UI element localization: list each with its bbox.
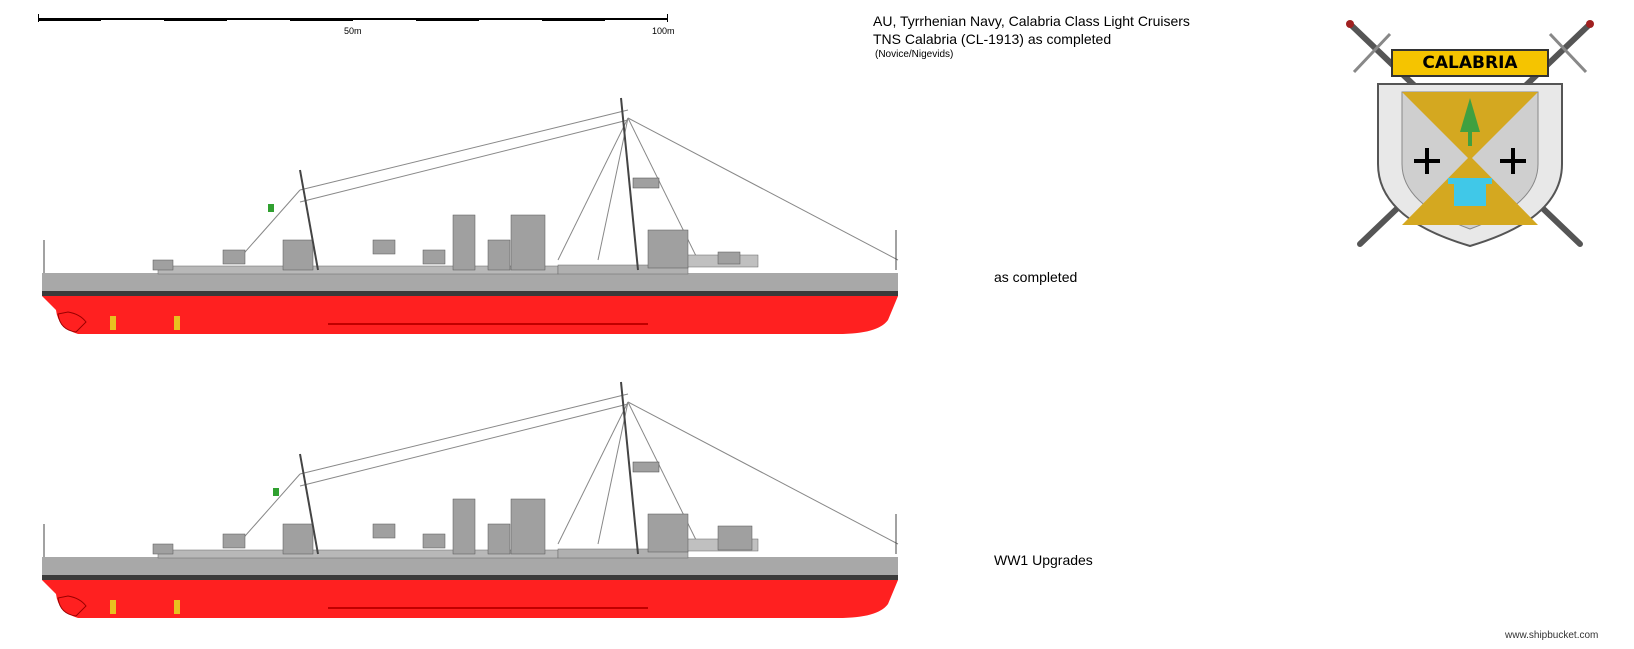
coat-of-arms: CALABRIA (1340, 14, 1600, 259)
tree-icon (1460, 98, 1480, 146)
scale-ruler (38, 14, 668, 22)
column-icon (1448, 178, 1492, 206)
title-line-1: AU, Tyrrhenian Navy, Calabria Class Ligh… (873, 13, 1190, 29)
credit-text: www.shipbucket.com (1505, 630, 1599, 641)
hull-grey-section (42, 273, 898, 291)
crossed-swords-icon (1346, 20, 1594, 248)
ship-drawing-ww1-upgrades (38, 374, 938, 639)
cross-icon (1414, 148, 1526, 174)
flag-icon (268, 204, 274, 212)
propeller-icon (174, 600, 180, 614)
ship-profile-2 (42, 381, 899, 618)
scale-label-50m: 50m (344, 26, 362, 36)
ship-caption-2: WW1 Upgrades (994, 552, 1093, 568)
boot-top (42, 575, 898, 580)
ship-caption-1: as completed (994, 269, 1078, 285)
banner (1391, 49, 1549, 77)
scale-bar: 50m 100m (38, 14, 698, 45)
propeller-icon (110, 600, 116, 614)
title-block: AU, Tyrrhenian Navy, Calabria Class Ligh… (873, 12, 1190, 62)
propeller-icon (174, 316, 180, 330)
title-line-3: (Novice/Nigevids) (875, 49, 954, 60)
title-line-2: TNS Calabria (CL-1913) as completed (873, 31, 1112, 47)
propeller-icon (110, 316, 116, 330)
scale-label-100m: 100m (652, 26, 675, 36)
hull-red-underwater (42, 580, 898, 618)
hull-red-underwater (42, 296, 898, 334)
boot-top (42, 291, 898, 296)
hull-grey-section (42, 557, 898, 575)
ship-drawing-as-completed (38, 90, 938, 355)
flag-icon (273, 488, 279, 496)
banner-text: CALABRIA (1422, 53, 1518, 73)
ship-profile-1 (42, 97, 899, 334)
